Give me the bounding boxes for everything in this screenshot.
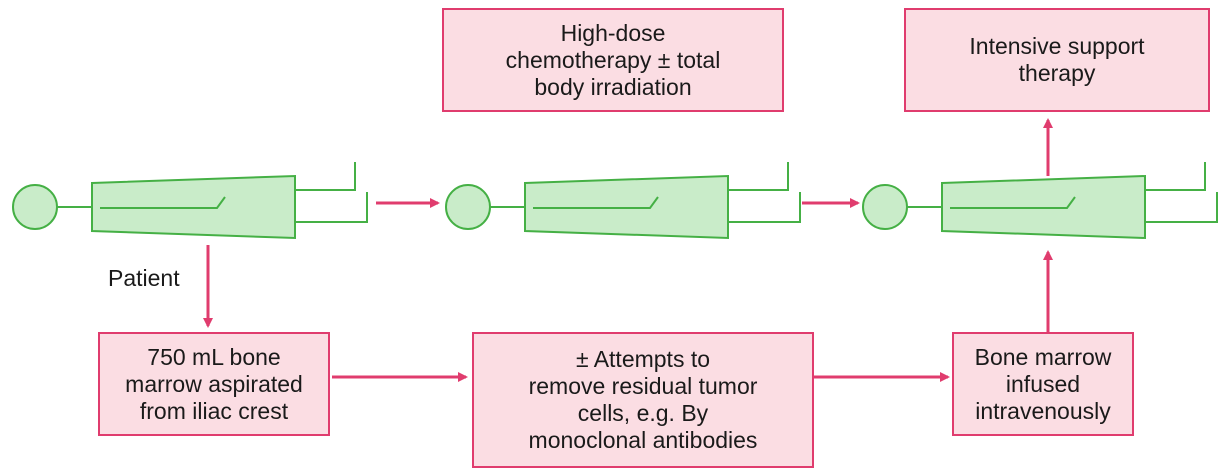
chemo-box: High-dose chemotherapy ± total body irra… <box>442 8 784 112</box>
infuse-line-2: infused <box>1005 370 1081 397</box>
infuse-line-1: Bone marrow <box>974 343 1112 370</box>
chemo-line-2: chemotherapy ± total <box>505 46 721 73</box>
syringe-icon-stage-3 <box>862 162 1218 240</box>
infuse-line-3: intravenously <box>975 397 1111 424</box>
aspirate-line-1: 750 mL bone <box>147 343 281 370</box>
aspirate-line-3: from iliac crest <box>139 397 289 424</box>
support-line-1: Intensive support <box>969 33 1145 59</box>
support-box: Intensive support therapy <box>904 8 1210 112</box>
patient-label: Patient <box>108 265 180 291</box>
chemo-line-1: High-dose <box>560 19 666 46</box>
purge-line-1: ± Attempts to <box>575 346 711 372</box>
purge-line-2: remove residual tumor <box>528 373 758 399</box>
aspirate-line-2: marrow aspirated <box>125 370 303 397</box>
purge-line-3: cells, e.g. By <box>577 400 709 426</box>
purge-line-4: monoclonal antibodies <box>528 427 758 453</box>
syringe-icon-stage-1 <box>12 162 368 240</box>
purge-box: ± Attempts to remove residual tumor cell… <box>472 332 814 468</box>
support-line-2: therapy <box>1018 60 1096 86</box>
aspirate-box: 750 mL bone marrow aspirated from iliac … <box>98 332 330 436</box>
infuse-box: Bone marrow infused intravenously <box>952 332 1134 436</box>
syringe-icon-stage-2 <box>445 162 801 240</box>
chemo-line-3: body irradiation <box>534 73 692 100</box>
